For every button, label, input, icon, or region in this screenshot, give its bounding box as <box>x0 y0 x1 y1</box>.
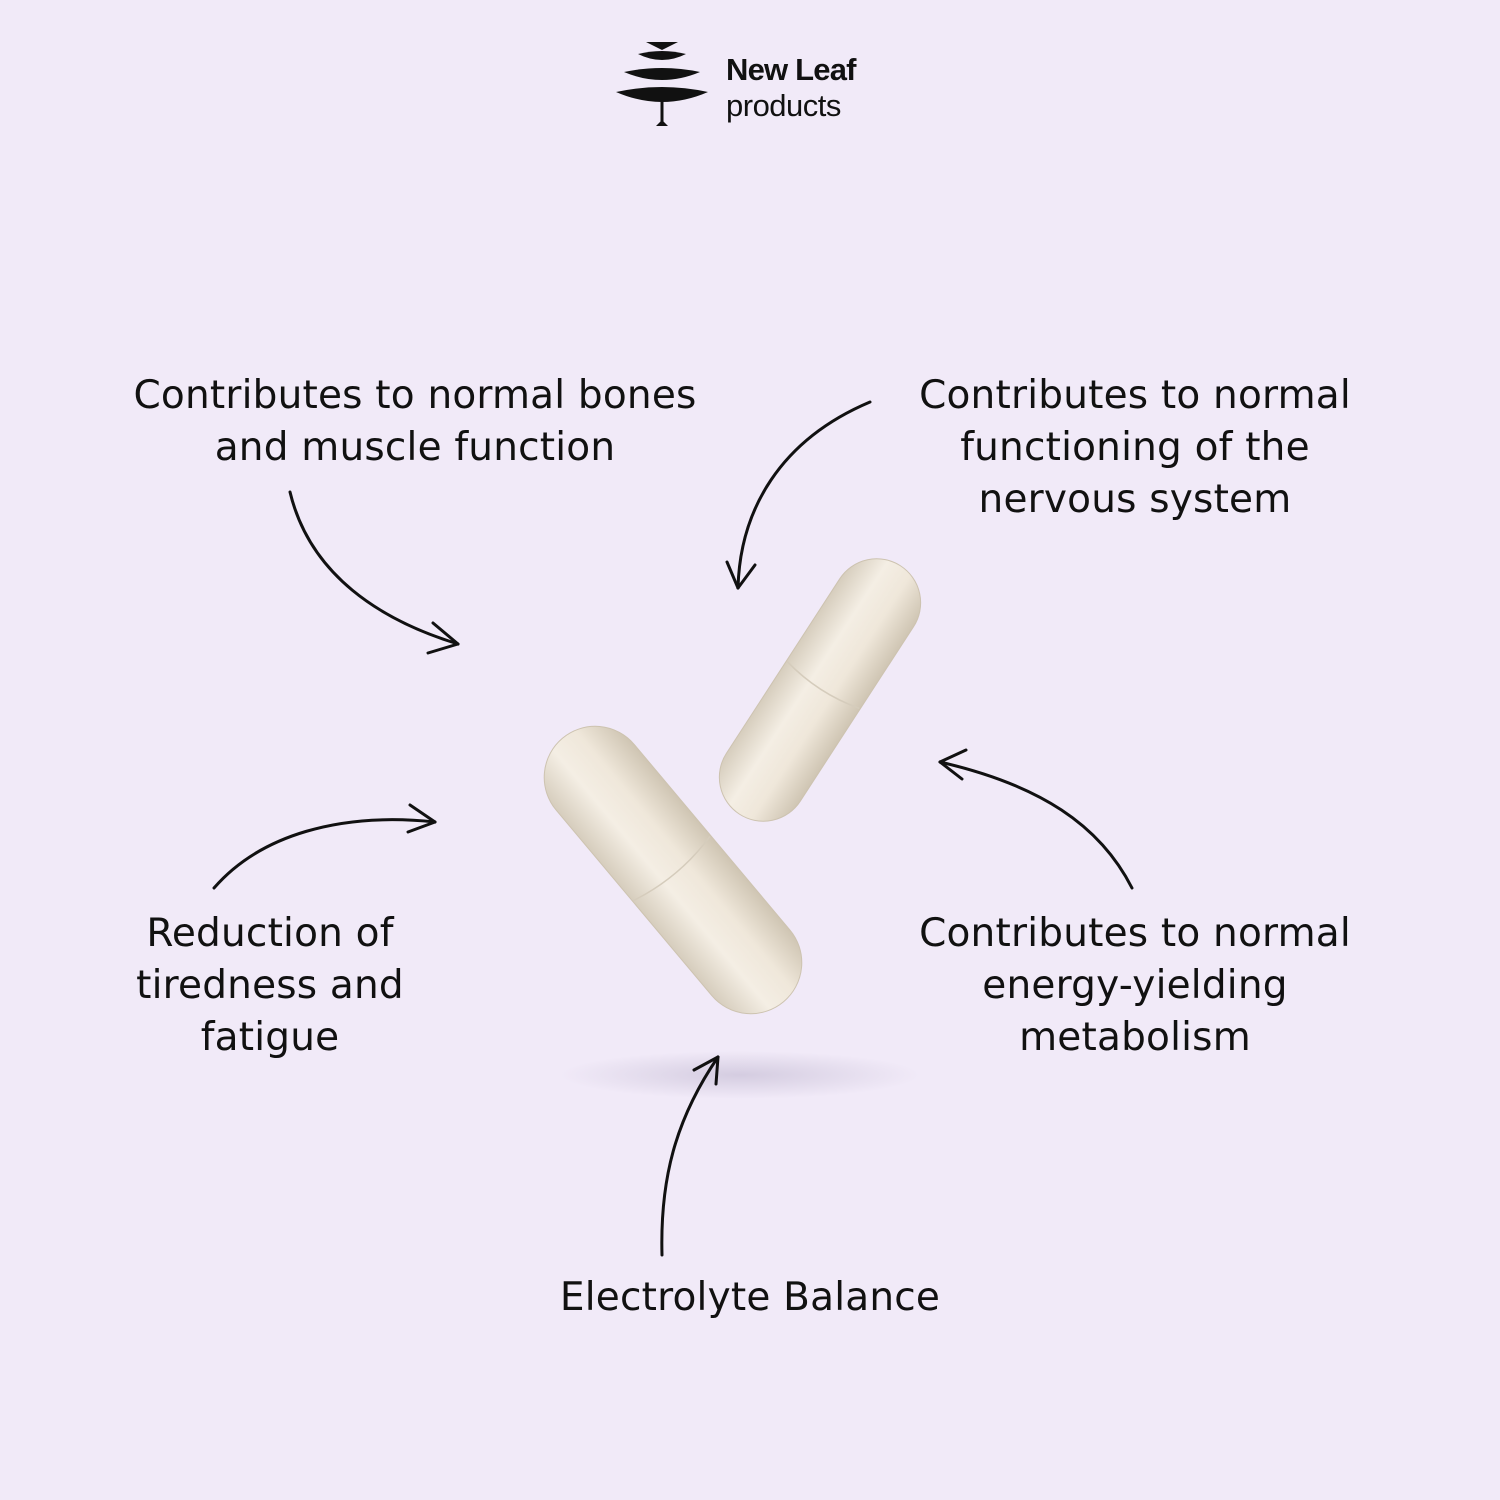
brand-name: New Leaf <box>726 52 857 87</box>
benefit-bones-muscle: Contributes to normal bones and muscle f… <box>133 373 697 470</box>
brand-subtitle: products <box>726 88 841 123</box>
arrow-bones-muscle <box>288 490 460 655</box>
benefit-tiredness-fatigue: Reduction of tiredness and fatigue <box>136 911 404 1060</box>
benefit-nervous-system: Contributes to normal functioning of the… <box>919 373 1351 522</box>
capsule-small <box>718 558 922 822</box>
benefit-electrolyte-balance: Electrolyte Balance <box>559 1275 941 1320</box>
capsule-shadow <box>560 1051 920 1099</box>
arrow-electrolyte-balance <box>660 1055 720 1257</box>
arrow-energy-metabolism <box>938 748 1134 890</box>
arrow-nervous-system <box>725 400 872 590</box>
capsule-large <box>543 725 803 1015</box>
tiered-leaf-icon <box>616 42 708 126</box>
brand-logo: New Leaf products <box>616 40 896 132</box>
benefit-energy-metabolism: Contributes to normal energy-yielding me… <box>919 911 1351 1060</box>
arrow-tiredness-fatigue <box>212 803 437 890</box>
